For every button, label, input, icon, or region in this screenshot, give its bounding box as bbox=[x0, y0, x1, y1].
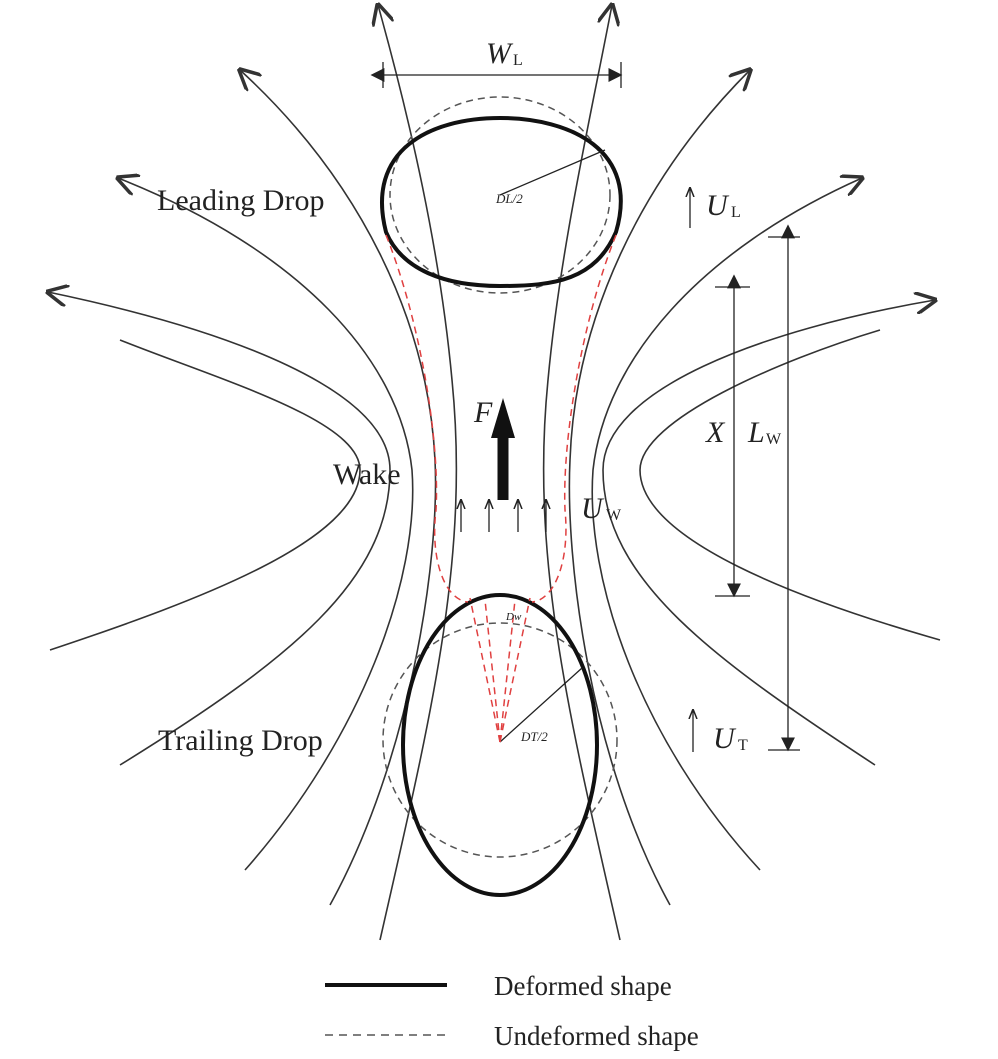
wake-cone-line bbox=[499, 597, 531, 743]
wake-boundary bbox=[385, 234, 617, 743]
wake-label: Wake bbox=[333, 458, 401, 491]
leading-drop-undeformed bbox=[389, 96, 611, 294]
streamline bbox=[49, 339, 361, 651]
leading-drop-label: Leading Drop bbox=[157, 184, 324, 217]
leading-drop bbox=[380, 96, 623, 294]
streamline bbox=[591, 178, 862, 871]
leading-drop-deformed bbox=[380, 115, 623, 289]
wake-velocity-label: U bbox=[581, 492, 605, 525]
trailing-drop-undeformed bbox=[382, 622, 618, 858]
width-dimension: W L bbox=[370, 37, 623, 88]
leading-radius-label: DL/2 bbox=[495, 191, 523, 206]
wake-cone-line bbox=[484, 599, 501, 743]
streamline bbox=[602, 300, 935, 766]
wake-velocity-subscript: W bbox=[606, 507, 622, 524]
width-label: W bbox=[486, 37, 514, 70]
wake-velocity-arrows bbox=[461, 500, 546, 532]
trailing-drop-label: Trailing Drop bbox=[158, 724, 323, 757]
streamline bbox=[118, 178, 414, 871]
wake-length-dimension: L W bbox=[747, 224, 800, 752]
streamline bbox=[639, 329, 941, 641]
legend: Deformed shape Undeformed shape bbox=[325, 971, 699, 1051]
wake-length-label: L bbox=[747, 416, 765, 449]
trailing-drop bbox=[382, 593, 618, 897]
streamlines-right bbox=[542, 5, 941, 941]
force-label: F bbox=[473, 396, 493, 429]
wake-boundary-right bbox=[531, 234, 617, 603]
trailing-velocity-subscript: T bbox=[738, 737, 748, 754]
trailing-drop-deformed bbox=[401, 593, 599, 897]
trailing-radius-line bbox=[499, 667, 583, 743]
wake-boundary-left bbox=[385, 234, 469, 603]
distance-label: X bbox=[705, 416, 726, 449]
trailing-radius-label: DT/2 bbox=[520, 729, 548, 744]
distance-dimension: X bbox=[705, 274, 750, 598]
leading-velocity-subscript: L bbox=[731, 204, 741, 221]
force-arrow: F bbox=[473, 396, 515, 500]
wake-diameter-label: Dw bbox=[505, 611, 522, 623]
streamline bbox=[568, 70, 750, 906]
streamline bbox=[378, 5, 458, 941]
trailing-velocity: U T bbox=[693, 710, 748, 755]
wake-velocity: U W bbox=[581, 492, 622, 525]
legend-deformed-label: Deformed shape bbox=[494, 971, 672, 1001]
wake-cone-line bbox=[469, 597, 501, 743]
legend-undeformed-label: Undeformed shape bbox=[494, 1021, 699, 1051]
streamline bbox=[542, 5, 621, 941]
leading-velocity: U L bbox=[690, 188, 741, 228]
streamline bbox=[48, 292, 391, 766]
wake-length-subscript: W bbox=[766, 431, 782, 448]
width-subscript: L bbox=[513, 52, 523, 69]
leading-velocity-label: U bbox=[706, 189, 730, 222]
streamlines-left bbox=[48, 5, 458, 941]
leading-radius-line bbox=[499, 149, 606, 196]
trailing-velocity-label: U bbox=[713, 722, 737, 755]
